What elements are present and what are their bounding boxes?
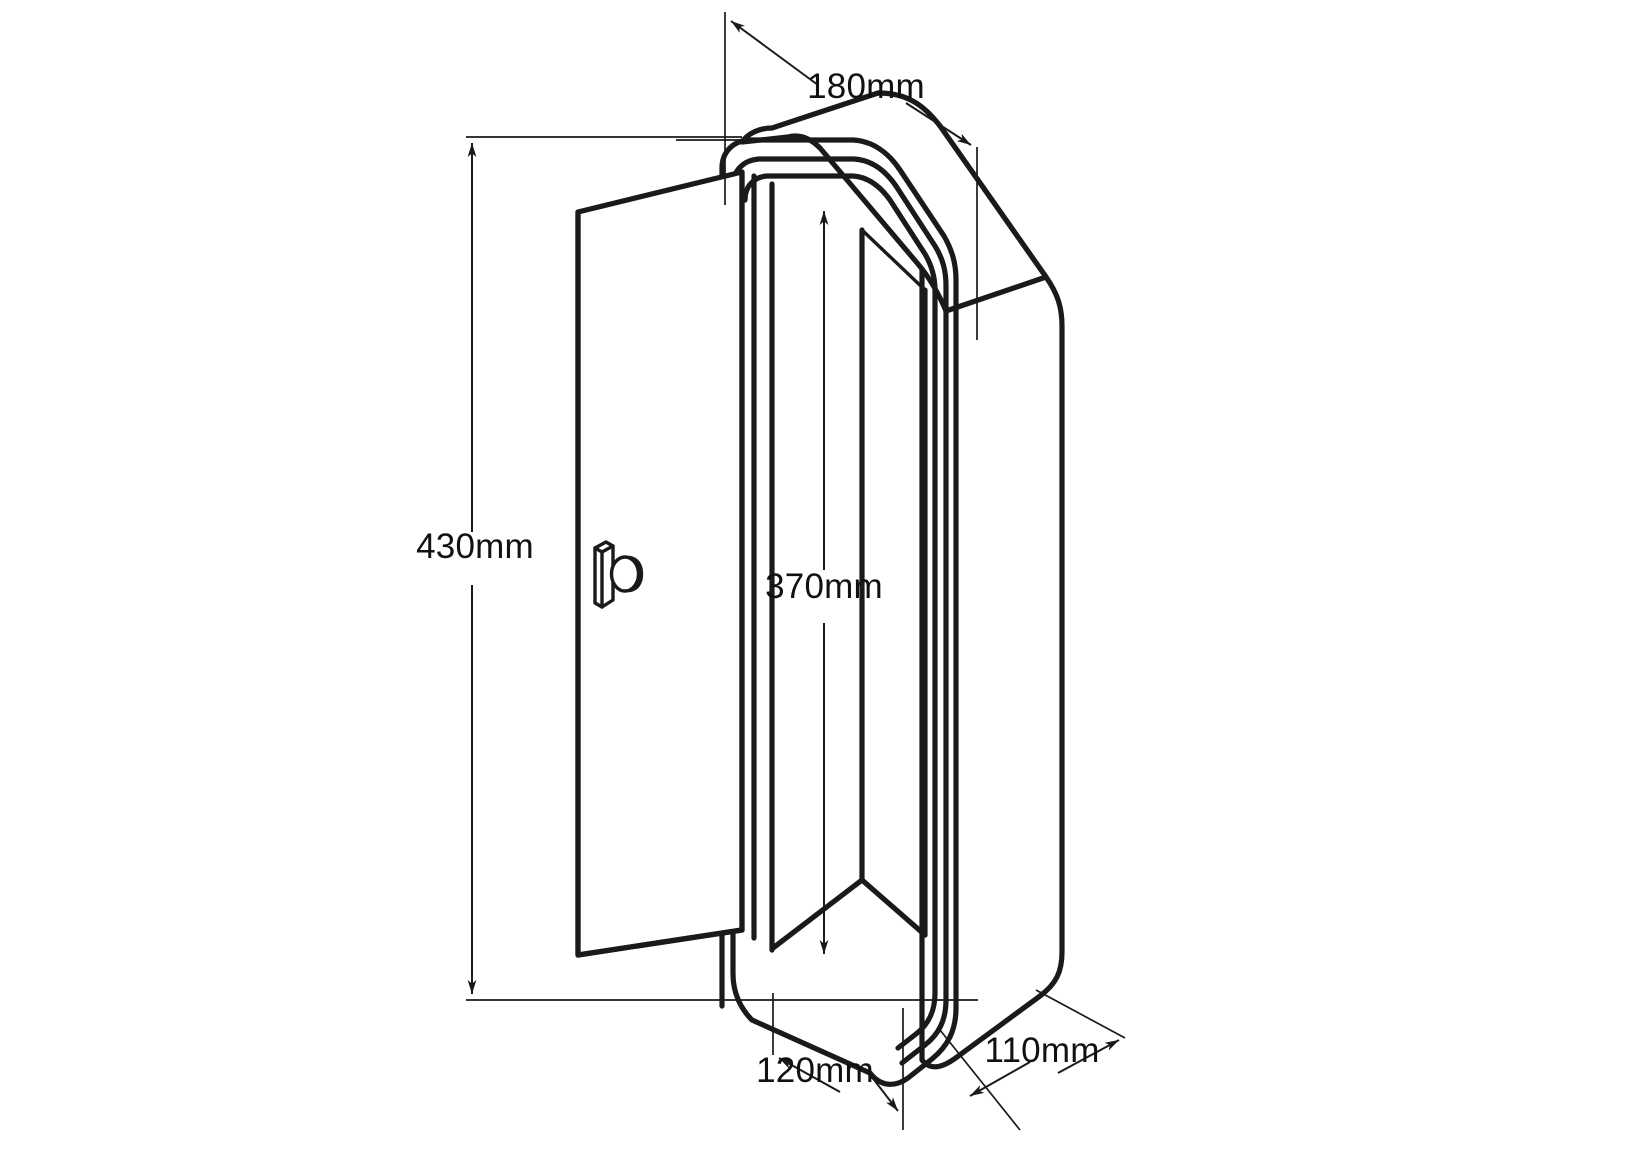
cabinet-front-inner-rim [742, 173, 938, 1051]
cabinet-front-outer-rim [719, 137, 959, 1087]
dim-180-line-left [730, 20, 819, 86]
dim-110-ext-lower [939, 1029, 1021, 1131]
dim-180-label: 180mm [807, 67, 925, 106]
dimension-depth-top: 180mm [676, 12, 978, 340]
cabinet-door [575, 169, 757, 958]
dim-110-line-lower [969, 1061, 1031, 1097]
dim-180-line-right [905, 102, 972, 146]
cabinet-interior-floor-front [770, 877, 865, 951]
door-top-edge [576, 170, 744, 214]
door-lock-depth-ring [628, 555, 644, 593]
dimension-height-overall: 430mm [416, 136, 978, 1001]
cabinet-body [719, 90, 1065, 1087]
dim-120-line-right [867, 1071, 899, 1112]
dim-110-ext-upper [1035, 989, 1126, 1039]
door-bottom-edge [575, 927, 745, 958]
cabinet-front-mid-rim [730, 156, 949, 1066]
dimension-height-interior: 370mm [765, 211, 883, 954]
dim-110-line-upper [1057, 1039, 1120, 1074]
door-lock [609, 555, 641, 593]
door-handle-assembly [593, 540, 644, 609]
dimension-depth-side: 110mm [939, 989, 1126, 1131]
dim-370-label: 370mm [765, 567, 883, 606]
dim-110-label: 110mm [984, 1031, 1099, 1070]
door-handle [593, 540, 615, 609]
cabinet-interior-floor-back [859, 877, 928, 938]
dimension-width-front: 120mm [756, 993, 904, 1130]
dim-430-label: 430mm [416, 527, 534, 566]
cabinet-interior-ceiling-edge [860, 228, 927, 292]
dim-120-label: 120mm [756, 1051, 874, 1090]
dim-120-line-left [778, 1057, 841, 1093]
